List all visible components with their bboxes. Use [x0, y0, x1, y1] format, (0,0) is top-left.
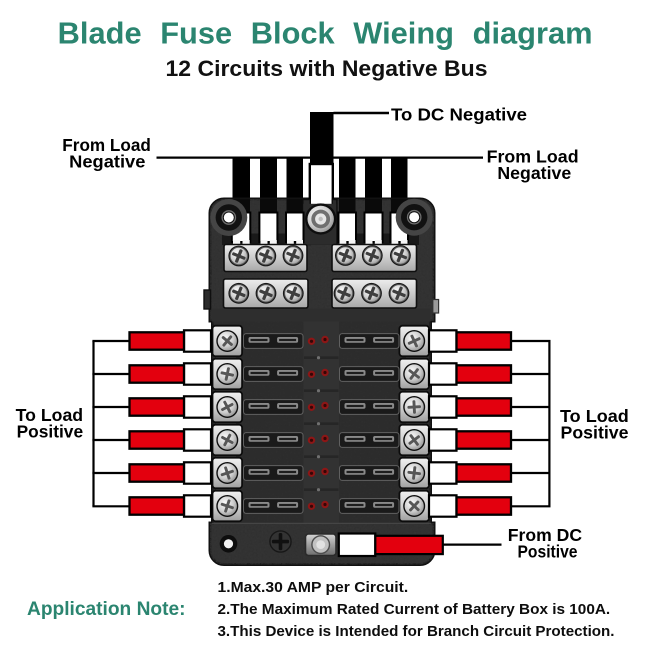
- svg-text:From DC: From DC: [508, 525, 583, 545]
- svg-text:12 Circuits with Negative Bus: 12 Circuits with Negative Bus: [166, 56, 488, 81]
- svg-text:From Load: From Load: [487, 146, 579, 166]
- svg-text:Negative: Negative: [69, 151, 145, 171]
- svg-text:Positive: Positive: [518, 542, 578, 562]
- svg-text:2.The Maximum Rated Current of: 2.The Maximum Rated Current of Battery B…: [218, 601, 611, 618]
- svg-text:Blade Fuse Block Wieing diagra: Blade Fuse Block Wieing diagram: [58, 17, 593, 51]
- svg-text:Application Note:: Application Note:: [27, 599, 186, 620]
- svg-text:Positive: Positive: [561, 422, 629, 442]
- svg-text:Positive: Positive: [17, 421, 84, 441]
- svg-text:From Load: From Load: [62, 135, 151, 155]
- svg-text:3.This Device is Intended for: 3.This Device is Intended for Branch Cir…: [218, 623, 615, 640]
- svg-text:To DC Negative: To DC Negative: [391, 104, 527, 124]
- svg-text:To Load: To Load: [560, 406, 629, 426]
- svg-text:To Load: To Load: [16, 405, 83, 425]
- svg-text:Negative: Negative: [497, 163, 571, 183]
- svg-text:1.Max.30 AMP per Circuit.: 1.Max.30 AMP per Circuit.: [218, 579, 409, 596]
